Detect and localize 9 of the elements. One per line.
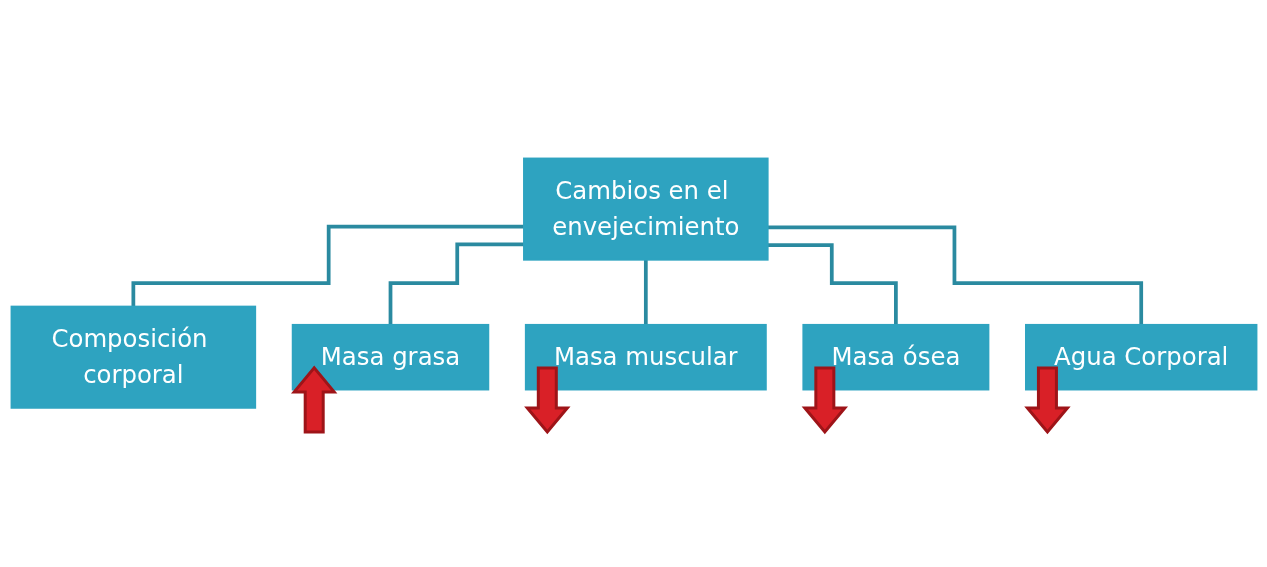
category-box: Composición corporal — [10, 306, 256, 410]
category-box: Masa muscular — [524, 324, 767, 391]
category-box: Masa grasa — [291, 324, 489, 391]
category-box: Cambios en el envejecimiento — [522, 157, 769, 261]
decrease-arrow-icon — [524, 366, 571, 435]
category-box: Masa ósea — [801, 324, 989, 391]
decrease-arrow-icon — [801, 366, 849, 435]
category-box: Agua Corporal — [1024, 324, 1257, 391]
increase-arrow-icon — [291, 365, 338, 434]
